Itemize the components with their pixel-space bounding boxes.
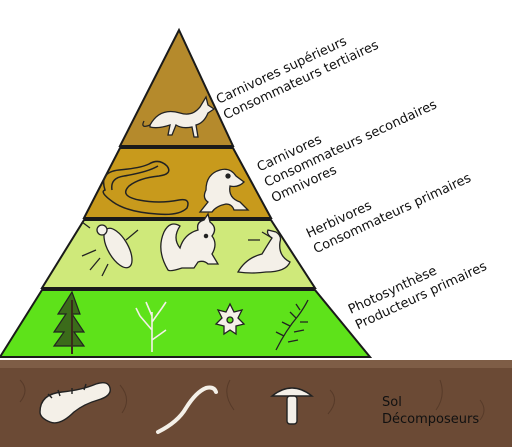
flower-icon	[214, 302, 246, 336]
snake-icon	[102, 160, 189, 216]
shrub-icon	[135, 301, 167, 352]
squirrel-icon	[160, 212, 220, 272]
frog-icon	[198, 168, 250, 213]
fox-icon	[142, 95, 216, 138]
mushroom-icon	[270, 387, 314, 425]
bird-icon	[236, 229, 291, 274]
level-producers	[0, 289, 373, 358]
fern-icon	[275, 299, 309, 351]
worm-icon	[39, 381, 111, 424]
insect-icon	[81, 221, 139, 277]
label-line: Sol	[382, 395, 402, 410]
label-soil: Sol Décomposeurs	[382, 394, 479, 428]
level-top-carnivores	[118, 27, 235, 147]
earthworm-icon	[156, 385, 218, 434]
label-line: Décomposeurs	[382, 412, 480, 427]
tree-icon	[52, 290, 86, 354]
